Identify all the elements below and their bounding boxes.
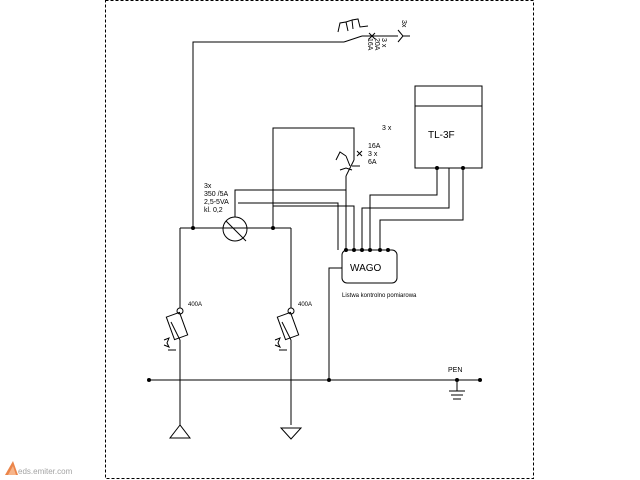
pen-bus-nodes	[147, 378, 482, 382]
right-fuse-rating: 400A	[298, 302, 312, 308]
right-fuse-disconnector	[274, 228, 300, 425]
top-circuit-breaker	[192, 18, 410, 228]
middle-breaker-mark: 3 x	[382, 125, 392, 132]
meter-label-2: 350 /5A	[204, 191, 228, 198]
top-breaker-terminal-marks: 3x	[400, 20, 407, 28]
watermark-text: eds.emiter.com	[18, 467, 73, 476]
top-breaker-label-1: 3 x	[380, 38, 387, 48]
middle-breaker-label-1: 16A	[368, 143, 381, 150]
meter-label-3: 2,5-5VA	[204, 199, 229, 206]
top-breaker-label-2: 20A	[373, 38, 380, 51]
pen-bus	[148, 379, 481, 400]
top-breaker-label-3: 16A	[366, 38, 373, 51]
wago-terminal-nodes	[344, 248, 390, 252]
wago-to-bus-wiring	[328, 267, 342, 380]
left-fuse-rating: 400A	[188, 302, 202, 308]
meter-nodes	[191, 226, 275, 230]
wago-caption: Listwa kontrolno pomiarowa	[342, 293, 417, 299]
middle-breaker-label-3: 6A	[368, 159, 377, 166]
watermark: eds.emiter.com	[4, 459, 94, 479]
meter-label-1: 3x	[204, 183, 212, 190]
tl3f-device	[414, 85, 483, 169]
top-breaker-rating: 3 x 20A 16A	[366, 38, 387, 51]
wago-label: WAGO	[350, 263, 382, 274]
middle-breaker-label-2: 3 x	[368, 151, 378, 158]
tl3f-terminal-nodes	[435, 166, 465, 170]
middle-breaker-rating: 16A 3 x 6A	[368, 143, 381, 166]
right-ground-symbol	[279, 427, 303, 440]
pen-label: PEN	[448, 367, 462, 374]
left-fuse-disconnector	[163, 228, 189, 425]
top-breaker-terminal-label: 3x	[400, 20, 407, 28]
left-ground-symbol	[168, 424, 192, 439]
tl3f-wago-wiring	[361, 168, 464, 250]
eds-logo-icon	[5, 461, 18, 475]
drawing-frame	[105, 0, 534, 479]
meter-rating: 3x 350 /5A 2,5-5VA kl. 0,2	[204, 183, 229, 214]
meter-label-4: kl. 0,2	[204, 207, 223, 214]
tl3f-label: TL-3F	[428, 130, 455, 141]
middle-circuit-breaker	[272, 127, 363, 228]
